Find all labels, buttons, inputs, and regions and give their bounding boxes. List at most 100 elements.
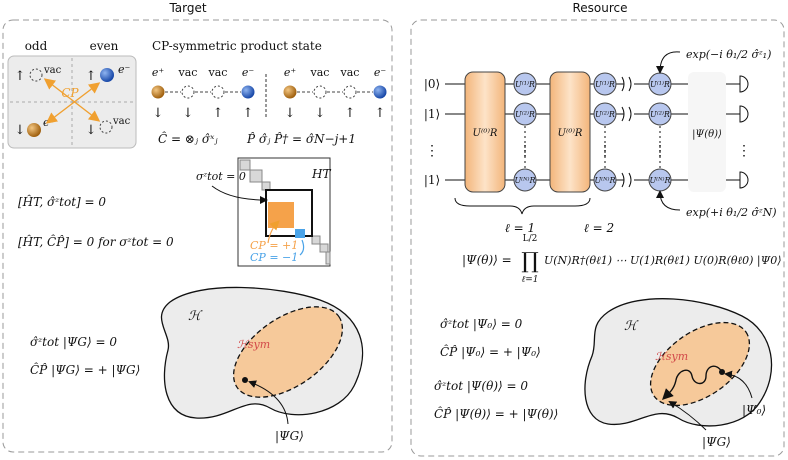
cp-arrow [43, 78, 101, 122]
vacancy-circle [343, 85, 357, 99]
chain-particle-label: e⁻ [374, 66, 387, 79]
exp-bottom: exp(+i θ₁/2 σ̂ᶻN) [686, 206, 777, 219]
ground-state-pointer [248, 380, 289, 425]
vac-label: vac [43, 65, 62, 76]
ansatz-formula: |Ψ(θ)⟩ = L/2 ∏ ℓ=1 U(N)R†(θℓ1) ⋯ U(1)R(θ… [462, 234, 782, 285]
matrix-block [311, 235, 321, 245]
cp-inset: ↑ vac ↑ e⁻ ↓ e⁺ ↓ vac CP [7, 55, 137, 149]
resource-title: Resource [572, 1, 627, 15]
gate-ellipsis: ⋮ [653, 143, 667, 159]
u0-block-layer2 [549, 71, 591, 193]
layer1-brace [454, 197, 591, 215]
target-eq-sz: σ̂ᶻtot |ΨG⟩ = 0 [30, 335, 117, 349]
electron-ball [373, 85, 387, 99]
chain-spin-arrow: ↑ [375, 106, 386, 121]
cp-plus-pointer [267, 220, 280, 244]
spin-down-arrow: ↓ [86, 123, 97, 138]
measurement-meter [739, 105, 749, 123]
gate-ellipsis: ⋮ [598, 143, 612, 159]
cp-plus-label: CP = +1 [250, 239, 298, 252]
gate-column-2: U⁽¹⁾R U⁽²⁾R ⋮ U⁽ᴺ⁾R [593, 72, 617, 192]
hsym-label: ℋsym [237, 338, 270, 351]
resource-hilbert-space: ℋ ℋsym |Ψ₀⟩ |ΨG⟩ [584, 298, 773, 449]
psi-theta-label: |Ψ(θ)⟩ [692, 129, 722, 140]
gate-label: U⁽ᴺ⁾R [594, 176, 615, 185]
resource-eq-sztheta: σ̂ᶻtot |Ψ(θ)⟩ = 0 [434, 379, 528, 393]
formula-top: L/2 [523, 234, 538, 244]
unitary-gate [593, 72, 617, 96]
u0-label-layer1: U⁽⁰⁾R [473, 128, 498, 139]
measurement-meter [739, 171, 749, 189]
unitary-gate [513, 72, 537, 96]
cp-minus-pointer [299, 239, 305, 256]
target-panel-border [2, 19, 393, 453]
unitary-gate [593, 168, 617, 192]
gate-label: U⁽²⁾R [650, 110, 670, 119]
input-ellipsis: ⋮ [425, 143, 439, 159]
matrix-block [319, 243, 329, 253]
gate-label: U⁽¹⁾R [595, 80, 615, 89]
chain-particle-label: vac [178, 66, 198, 79]
resource-hsym-label: ℋsym [655, 350, 688, 363]
psi0-pointer [724, 370, 753, 399]
chain-particle-label: vac [340, 66, 360, 79]
resource-eq-cp0: ĈP̂ |Ψ₀⟩ = + |Ψ₀⟩ [440, 343, 541, 359]
chain-spin-arrow: ↑ [345, 106, 356, 121]
psi0-label: |Ψ₀⟩ [742, 403, 766, 417]
chain-spin-arrow: ↓ [315, 106, 326, 121]
gate-label: U⁽ᴺ⁾R [514, 176, 535, 185]
spin-up-arrow: ↑ [15, 69, 26, 84]
sz0-label: σᶻtot = 0 [196, 170, 246, 183]
measurement-meter [739, 75, 749, 93]
c-operator: Ĉ = ⊗ⱼ σ̂ˣⱼ [158, 130, 218, 146]
matrix-block [239, 159, 251, 171]
resource-hilbert-label: ℋ [624, 319, 639, 334]
gate-label: U⁽¹⁾R [515, 80, 535, 89]
ht-label: HT [311, 167, 331, 181]
matrix-block [325, 251, 331, 265]
unitary-gate [513, 102, 537, 126]
electron-ball [100, 68, 114, 82]
formula-lhs: |Ψ(θ)⟩ = [462, 253, 512, 267]
wire-break [621, 172, 632, 188]
gate-label: U⁽ᴺ⁾R [649, 176, 670, 185]
commutator-cp: [ĤT, ĈP̂] = 0 for σᶻtot = 0 [18, 233, 174, 249]
p-operator: P̂ σ̂ⱼ P̂† = σ̂N−j+1 [246, 131, 356, 146]
product-state-label: CP-symmetric product state [152, 39, 322, 53]
cp-minus-block [295, 229, 305, 238]
psig-pointer [668, 400, 707, 431]
vacancy-circle [29, 68, 43, 82]
chain-spin-arrow: ↑ [243, 106, 254, 121]
measurements: ⋮ [737, 75, 751, 189]
gate-label: U⁽²⁾R [595, 110, 615, 119]
vacancy-circle [313, 85, 327, 99]
vacancy-circle [181, 85, 195, 99]
gate-column-3: U⁽¹⁾RU⁽²⁾R⋮U⁽ᴺ⁾R [648, 72, 672, 192]
spin-chain: e⁺↓vac↓vac↑e⁻↑e⁺↓vac↓vac↑e⁻↑ [151, 66, 387, 121]
commutator-sz: [ĤT, σ̂ᶻtot] = 0 [18, 194, 106, 209]
spin-up-arrow: ↑ [86, 69, 97, 84]
vac-label: vac [112, 116, 131, 127]
wire-break [621, 106, 632, 122]
exp-top: exp(−i θ₁/2 σ̂ᶻ₁) [686, 48, 771, 61]
formula-bottom: ℓ=1 [521, 275, 538, 285]
cp-label: CP [61, 86, 79, 100]
ground-state-point [242, 377, 248, 383]
chain-spin-arrow: ↓ [183, 106, 194, 121]
even-label: even [90, 39, 119, 53]
electron-label: e⁻ [118, 63, 131, 76]
sz0-pointer [211, 185, 268, 204]
positron-ball [151, 85, 165, 99]
layer2-label: ℓ = 2 [584, 221, 614, 235]
chain-particle-label: e⁺ [284, 66, 297, 79]
circuit-inputs: |0⟩|1⟩⋮|1⟩ [424, 77, 440, 187]
chain-spin-arrow: ↓ [285, 106, 296, 121]
spin-down-arrow: ↓ [15, 123, 26, 138]
input-state: |1⟩ [424, 107, 440, 121]
vacancy-circle [211, 85, 225, 99]
unitary-gate [648, 102, 672, 126]
unitary-gate [513, 168, 537, 192]
optimization-path [662, 365, 723, 400]
hilbert-label: ℋ [188, 309, 203, 324]
